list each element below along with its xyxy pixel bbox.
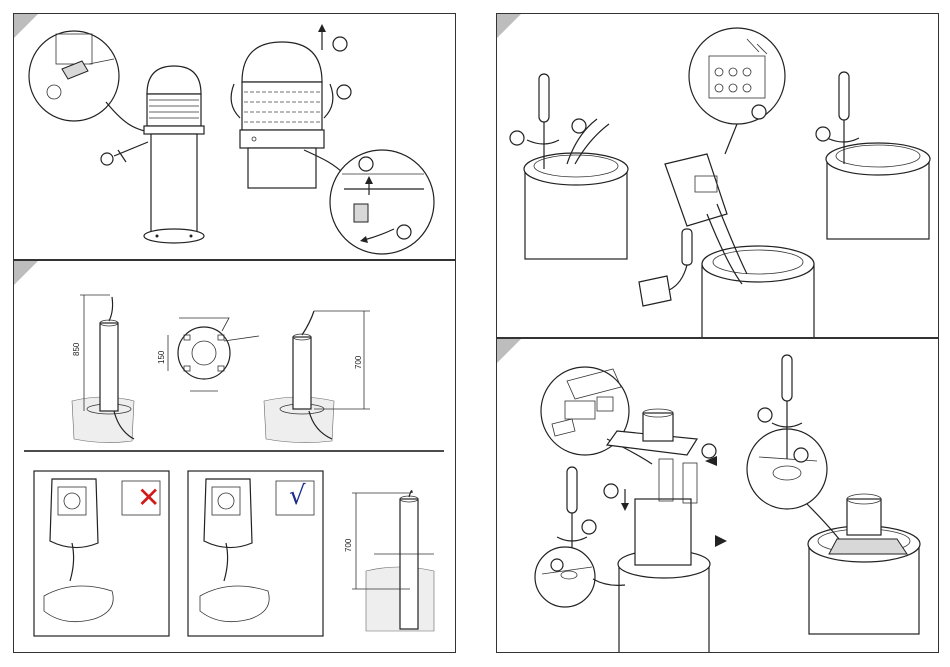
post-top-open-left [510, 74, 628, 259]
post-lamp-holder-assembly [604, 409, 727, 653]
bollard-850-drawing [72, 295, 134, 443]
illustration-remove-head [14, 14, 456, 260]
bollard-light [144, 66, 204, 243]
check-mark-icon: √ [289, 481, 306, 511]
hex-key-tool [101, 142, 148, 165]
dimension-label-700-buried: 700 [344, 539, 353, 552]
post-right-lamp-holder [747, 355, 920, 634]
illustration-dimensions [14, 261, 456, 653]
bollard-700-drawing [264, 311, 370, 443]
lamp-head-twist [231, 24, 351, 188]
illustration-wiring [497, 14, 939, 338]
zoom-detail-screw [29, 31, 149, 132]
post-top-lamp-unit [639, 154, 814, 338]
panel-installation-dimensions: 850 150 700 700 ✕ √ [13, 260, 456, 653]
post-top-open-right [816, 72, 930, 239]
panel-wiring [496, 13, 939, 338]
panel-reassembly [496, 338, 939, 653]
zoom-detail-terminal [689, 28, 785, 154]
dimension-label-150: 150 [157, 351, 166, 364]
panel-remove-lamp-head [13, 13, 456, 260]
wrong-mark-icon: ✕ [137, 483, 160, 513]
bollard-buried-drawing [352, 491, 434, 631]
illustration-reassembly [497, 339, 939, 653]
base-plate-top-view [168, 318, 259, 391]
zoom-detail-bayonet [304, 150, 434, 254]
dimension-label-850: 850 [72, 343, 81, 356]
dimension-label-700: 700 [354, 356, 363, 369]
zoom-detail-label [541, 367, 652, 464]
